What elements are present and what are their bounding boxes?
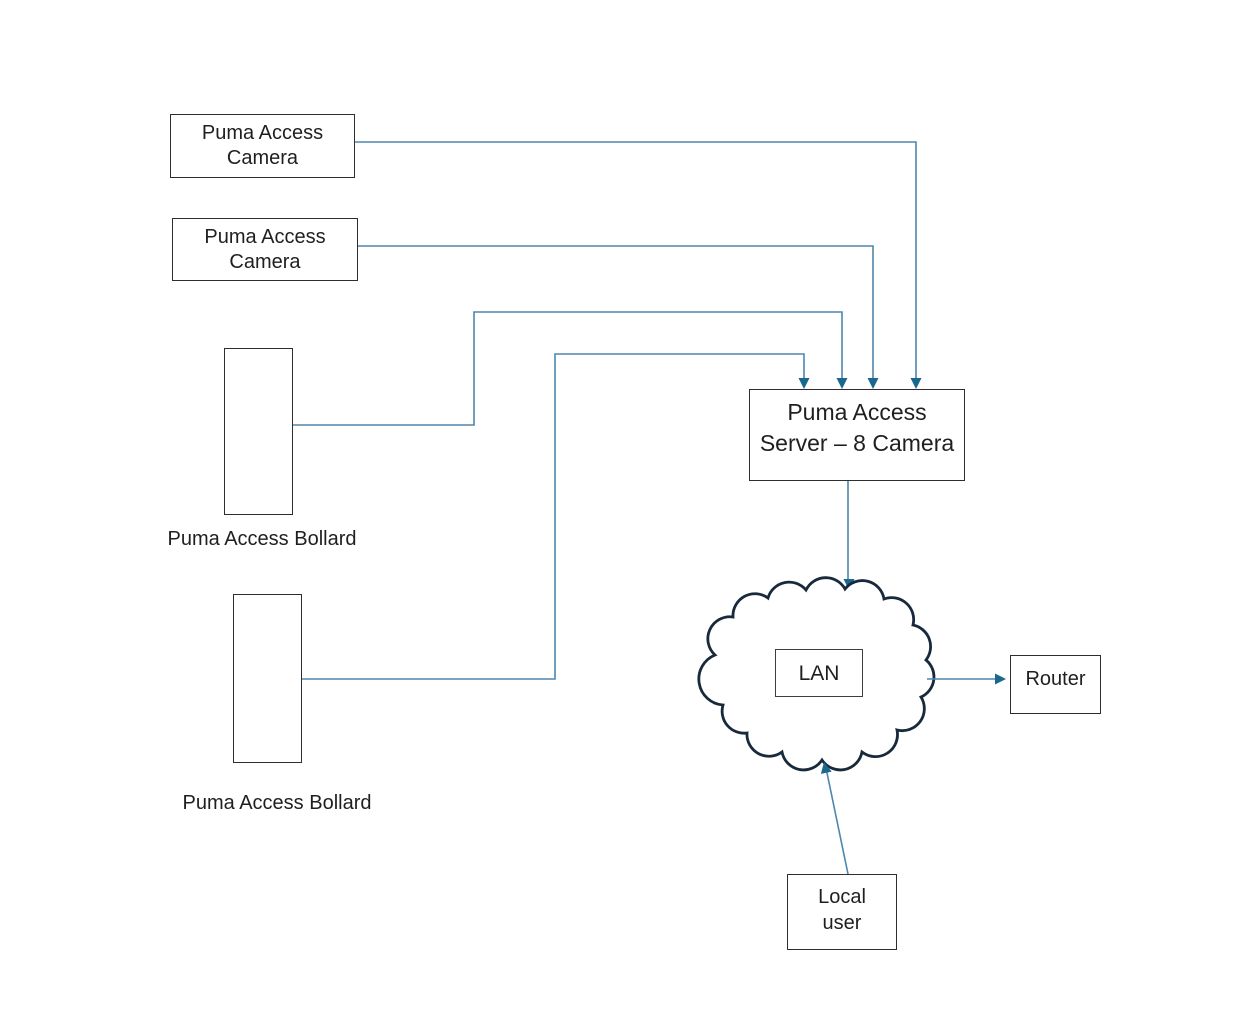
node-label: Puma Access	[201, 122, 324, 144]
arrowhead-bollard1-server	[836, 378, 848, 389]
arrowhead-localuser-lan	[820, 762, 832, 774]
node-label: Puma Access	[204, 225, 326, 248]
node-puma-access-bollard-2	[233, 594, 302, 763]
arrowhead-lan-router	[995, 673, 1006, 685]
connector-camera2-server	[358, 245, 874, 384]
caption-line: Bollard	[294, 528, 357, 550]
node-label: Camera	[229, 250, 301, 273]
node-puma-access-camera-2: Puma Access Camera	[172, 218, 358, 281]
arrowhead-camera1-server	[910, 378, 922, 389]
node-puma-access-camera-1: Puma Access Camera	[170, 114, 355, 178]
arrowhead-camera2-server	[867, 378, 879, 389]
connector-localuser-lan	[825, 767, 849, 875]
caption-line: Bollard	[309, 792, 372, 814]
connector-camera1-server	[355, 141, 917, 384]
node-router: Router	[1010, 655, 1101, 714]
arrowhead-bollard2-server	[798, 378, 810, 389]
caption-bollard-2: Puma Access Bollard	[177, 790, 377, 816]
caption-bollard-1: Puma Access Bollard	[162, 526, 362, 552]
node-puma-access-server: Puma Access Server – 8 Camera	[749, 389, 965, 481]
connector-bollard1-server	[293, 311, 843, 426]
node-label: Router	[1025, 668, 1086, 690]
node-label: user	[822, 912, 862, 934]
node-label: Puma Access	[787, 399, 927, 425]
caption-line: Puma Access	[167, 528, 289, 550]
caption-line: Puma Access	[182, 792, 304, 814]
connector-bollard2-server	[302, 353, 805, 680]
node-label: LAN	[798, 661, 840, 685]
node-lan: LAN	[775, 649, 863, 697]
node-local-user: Local user	[787, 874, 897, 950]
node-label: Server – 8 Camera	[759, 430, 955, 456]
node-label: Camera	[226, 147, 299, 169]
node-puma-access-bollard-1	[224, 348, 293, 515]
node-label: Local	[818, 886, 866, 908]
